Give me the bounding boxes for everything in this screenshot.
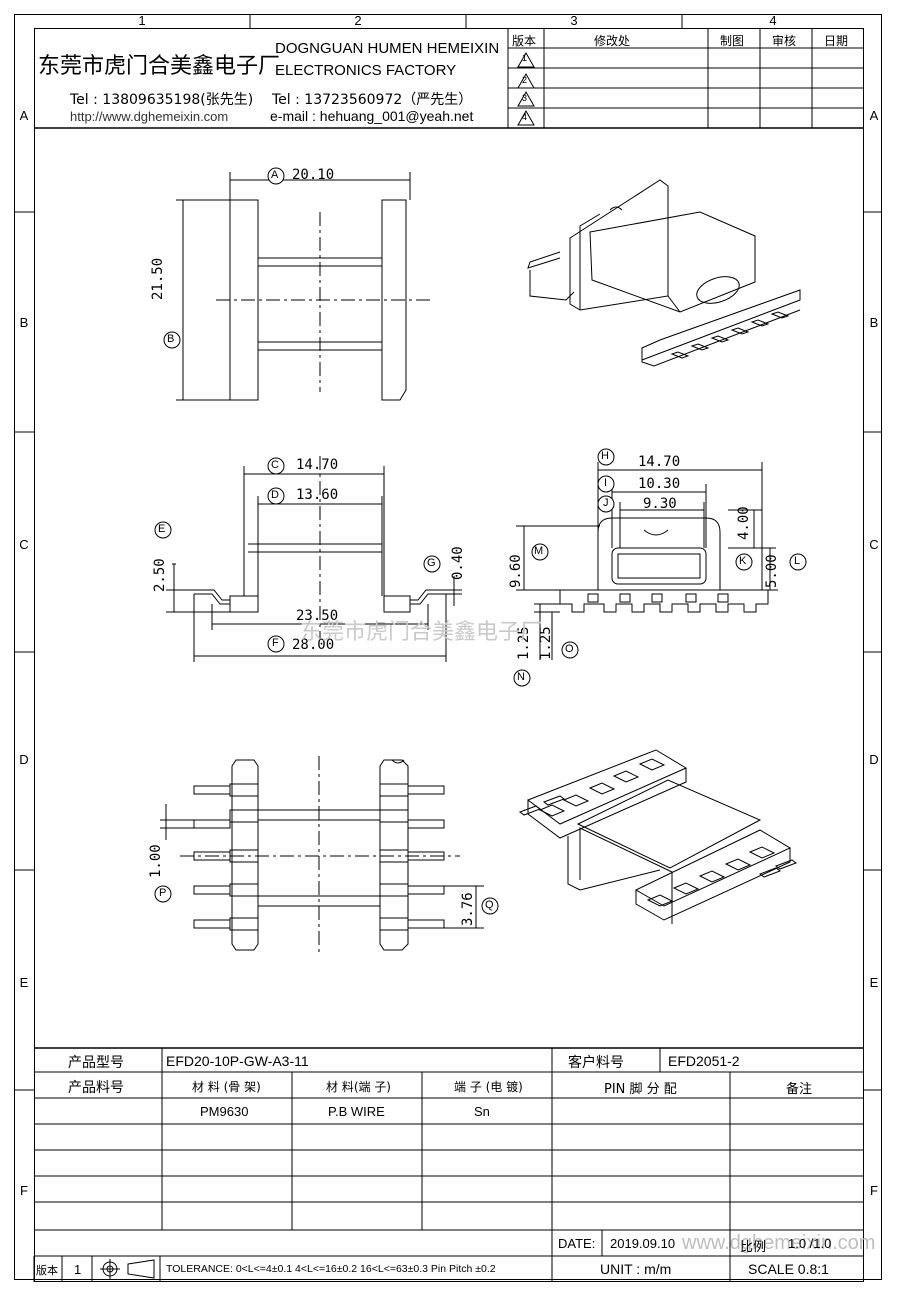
inner-frame: [34, 28, 864, 1282]
part-label: 产品料号: [68, 1080, 124, 1096]
contact-email[interactable]: e-mail : hehuang_001@yeah.net: [270, 108, 474, 124]
zone-row-c: C: [19, 537, 29, 552]
scale-short-label: 比例: [740, 1240, 767, 1255]
zone-row-a-right: A: [869, 108, 879, 123]
version-value: 1: [74, 1262, 82, 1277]
dim-p: 1.00: [148, 844, 164, 878]
dim-i: 10.30: [638, 476, 681, 492]
zone-row-d-right: D: [869, 752, 879, 767]
zone-row-e: E: [19, 975, 29, 990]
dim-d: 13.60: [296, 487, 339, 503]
company-name-en-2: ELECTRONICS FACTORY: [275, 62, 457, 79]
zone-col-2: 2: [354, 13, 362, 28]
zone-row-a: A: [19, 108, 29, 123]
dim-c: 14.70: [296, 457, 339, 473]
label-e: E: [158, 523, 166, 535]
zone-row-c-right: C: [869, 537, 879, 552]
rev-header-version: 版本: [512, 34, 537, 48]
unit-value: UNIT : m/m: [600, 1261, 672, 1277]
pin-assign-label: PIN 脚 分 配: [604, 1082, 677, 1097]
rev-header-drawn: 制图: [720, 34, 745, 48]
plating-label: 端 子 (电 镀): [454, 1080, 523, 1094]
dim-b: 21.50: [150, 257, 166, 300]
label-h: H: [601, 450, 609, 462]
remark-label: 备注: [786, 1082, 813, 1097]
scale-short-value: 1.0 /1.0: [788, 1236, 832, 1251]
zone-col-3: 3: [570, 13, 578, 28]
dim-q: 3.76: [460, 892, 476, 926]
dim-j: 9.30: [643, 496, 677, 512]
label-a: A: [271, 169, 279, 181]
contact-tel-2: Tel : 13723560972（严先生）: [272, 92, 473, 108]
rev-row-4: 4: [522, 112, 528, 122]
dim-k: 4.00: [736, 506, 752, 540]
zone-col-4: 4: [769, 13, 777, 28]
label-m: M: [534, 545, 544, 557]
zone-row-b: B: [19, 315, 29, 330]
label-b: B: [167, 333, 175, 345]
material-pin-value: P.B WIRE: [328, 1104, 385, 1119]
rev-row-2: 2: [522, 75, 528, 85]
zone-row-f: F: [20, 1183, 28, 1198]
company-name-en-1: DOGNGUAN HUMEN HEMEIXIN: [275, 40, 500, 57]
label-p: P: [159, 887, 167, 899]
watermark: 东莞市虎门合美鑫电子厂: [300, 620, 543, 645]
model-label: 产品型号: [68, 1055, 124, 1071]
zone-row-d: D: [19, 752, 29, 767]
contact-tel-1: Tel : 13809635198(张先生): [70, 92, 254, 108]
material-pin-label: 材 料(端 子): [326, 1080, 391, 1094]
dim-g: 0.40: [450, 546, 466, 580]
dim-h: 14.70: [638, 454, 681, 470]
label-o: O: [565, 643, 574, 655]
label-i: I: [604, 477, 608, 489]
label-n: N: [517, 671, 525, 683]
customer-value: EFD2051-2: [668, 1053, 740, 1069]
label-k: K: [739, 555, 747, 567]
rev-header-change: 修改处: [594, 34, 631, 48]
website-link[interactable]: http://www.dghemeixin.com: [70, 109, 229, 124]
dim-a: 20.10: [292, 167, 335, 183]
label-c: C: [271, 459, 279, 471]
label-j: J: [603, 497, 609, 509]
zone-row-b-right: B: [869, 315, 879, 330]
zone-col-1: 1: [138, 13, 146, 28]
label-q: Q: [485, 899, 494, 911]
outer-frame: [14, 14, 882, 1280]
label-d: D: [271, 489, 279, 501]
zone-row-f-right: F: [870, 1183, 878, 1198]
date-label: DATE:: [558, 1236, 596, 1251]
rev-header-review: 审核: [772, 34, 797, 48]
dim-l: 5.00: [764, 554, 780, 588]
dim-m: 9.60: [508, 554, 524, 588]
material-bobbin-label: 材 料 (骨 架): [192, 1080, 261, 1094]
rev-header-date: 日期: [824, 34, 849, 48]
material-bobbin-value: PM9630: [200, 1104, 249, 1119]
label-l: L: [794, 555, 801, 567]
customer-label: 客户料号: [568, 1055, 624, 1071]
rev-row-1: 1: [522, 53, 528, 63]
scale-value: SCALE 0.8:1: [748, 1261, 829, 1277]
dim-e: 2.50: [152, 558, 168, 592]
dim-f: 28.00: [292, 637, 335, 653]
zone-row-e-right: E: [869, 975, 879, 990]
label-f: F: [272, 637, 279, 649]
dim-extra: 23.50: [296, 608, 339, 624]
company-name-cn: 东莞市虎门合美鑫电子厂: [38, 54, 281, 79]
label-g: G: [427, 557, 436, 569]
date-value: 2019.09.10: [610, 1236, 676, 1251]
rev-row-3: 3: [522, 93, 528, 103]
watermark-url: www.dghemeixin.com: [682, 1232, 876, 1254]
model-value: EFD20-10P-GW-A3-11: [166, 1053, 309, 1069]
version-label: 版本: [36, 1264, 58, 1277]
plating-value: Sn: [474, 1104, 490, 1119]
tolerance-note: TOLERANCE: 0<L<=4±0.1 4<L<=16±0.2 16<L<=…: [166, 1263, 496, 1275]
